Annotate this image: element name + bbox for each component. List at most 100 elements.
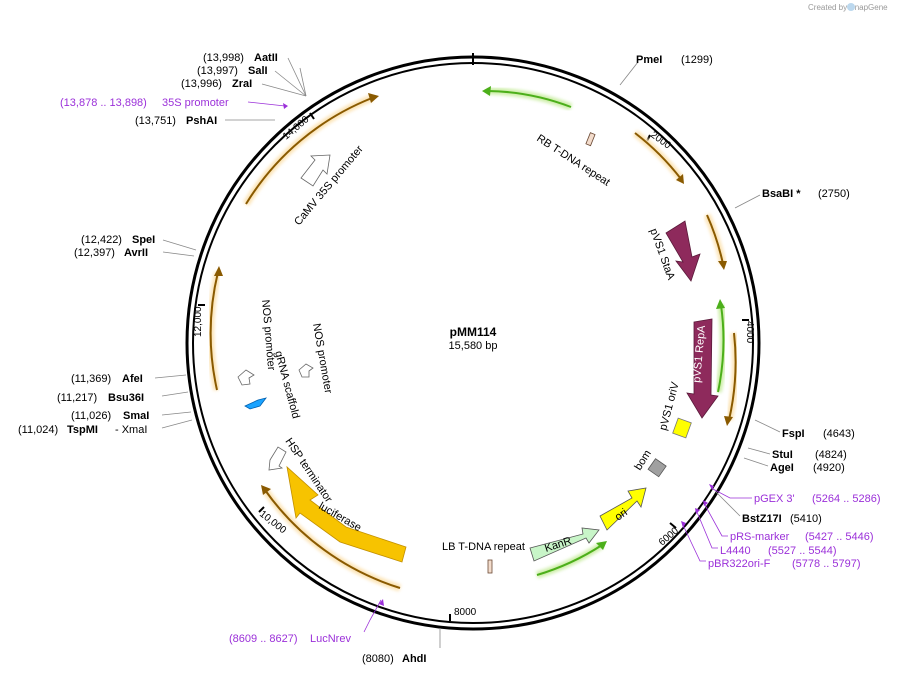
orange-orf-bsabi — [703, 213, 727, 270]
tick-label-8000: 8000 — [454, 607, 477, 618]
aatii-cluster-lead — [299, 67, 307, 97]
site-agei[interactable]: AgeI (4920) — [743, 457, 845, 474]
svg-text:(8080): (8080) — [362, 653, 394, 665]
svg-text:(12,397): (12,397) — [74, 247, 115, 259]
luciferase-feature — [286, 465, 407, 563]
primer-35s-promoter[interactable]: (13,878 .. 13,898) 35S promoter — [60, 97, 288, 109]
orange-orf-2000 — [632, 130, 684, 184]
svg-text:(11,024): (11,024) — [18, 424, 58, 436]
site-pshai[interactable]: (13,751) PshAI — [135, 115, 275, 127]
svg-text:pGEX 3': pGEX 3' — [754, 493, 795, 505]
site-fspi[interactable]: FspI (4643) — [754, 419, 855, 440]
site-zrai[interactable]: (13,996) ZraI — [181, 78, 307, 97]
svg-text:Bsu36I: Bsu36I — [108, 392, 144, 404]
svg-text:(4824): (4824) — [815, 449, 847, 461]
svg-text:FspI: FspI — [782, 428, 805, 440]
svg-text:pBR322ori-F: pBR322ori-F — [708, 558, 771, 570]
orange-orf-14000 — [243, 93, 379, 206]
svg-text:SmaI: SmaI — [123, 410, 149, 422]
primer-lucnrev[interactable]: (8609 .. 8627) LucNrev — [229, 599, 384, 645]
site-smai[interactable]: (11,026) SmaI — [71, 410, 192, 422]
site-sali[interactable]: (13,997) SalI — [197, 65, 307, 97]
svg-text:(13,998): (13,998) — [203, 52, 244, 64]
site-afei[interactable]: (11,369) AfeI — [71, 373, 187, 385]
svg-text:(5410): (5410) — [790, 513, 822, 525]
svg-text:PmeI: PmeI — [636, 54, 662, 66]
plasmid-size: 15,580 bp — [449, 340, 498, 352]
bom-marker — [647, 458, 667, 478]
svg-text:- XmaI: - XmaI — [115, 424, 147, 436]
svg-text:(13,997): (13,997) — [197, 65, 238, 77]
svg-text:(11,369): (11,369) — [71, 373, 111, 385]
lb-tdna-label: LB T-DNA repeat — [442, 541, 525, 553]
grna-scaffold-feature — [244, 397, 267, 410]
site-tspmi-xmai[interactable]: (11,024) TspMI - XmaI — [18, 419, 193, 436]
svg-text:AfeI: AfeI — [122, 373, 143, 385]
site-spei[interactable]: (12,422) SpeI — [81, 234, 197, 251]
svg-text:(13,751): (13,751) — [135, 115, 176, 127]
svg-text:(2750): (2750) — [818, 188, 850, 200]
svg-text:(4643): (4643) — [823, 428, 855, 440]
site-avrii[interactable]: (12,397) AvrII — [74, 247, 195, 259]
svg-text:(12,422): (12,422) — [81, 234, 122, 246]
svg-text:AvrII: AvrII — [124, 247, 148, 259]
nos-promoter-2-label: NOS promoter — [310, 322, 334, 394]
svg-text:(5778 .. 5797): (5778 .. 5797) — [792, 558, 861, 570]
pvs1-oriv-marker — [672, 417, 692, 439]
primer-pgex3[interactable]: pGEX 3' (5264 .. 5286) — [709, 484, 881, 505]
svg-text:(11,217): (11,217) — [57, 392, 97, 404]
pvs1-repa-feature — [686, 318, 719, 419]
site-stui[interactable]: StuI (4824) — [747, 447, 847, 461]
tick-label-12000: 12,000 — [193, 306, 204, 337]
kanr-feature — [529, 527, 600, 562]
kanr-label: KanR — [543, 535, 573, 555]
svg-text:L4440: L4440 — [720, 545, 751, 557]
svg-text:SalI: SalI — [248, 65, 268, 77]
svg-text:BstZ17I: BstZ17I — [742, 513, 782, 525]
site-pmei[interactable]: PmeI (1299) — [619, 54, 713, 86]
primer-pbr322ori-f[interactable]: pBR322ori-F (5778 .. 5797) — [681, 521, 861, 570]
pvs1-staa-feature — [665, 220, 701, 282]
svg-text:(8609 .. 8627): (8609 .. 8627) — [229, 633, 298, 645]
svg-text:AhdI: AhdI — [402, 653, 426, 665]
svg-text:(1299): (1299) — [681, 54, 713, 66]
site-bsu36i[interactable]: (11,217) Bsu36I — [57, 391, 189, 404]
site-bsabi[interactable]: BsaBI * (2750) — [734, 188, 850, 209]
svg-text:BsaBI *: BsaBI * — [762, 188, 801, 200]
orange-orf-12000 — [207, 266, 223, 391]
svg-text:(11,026): (11,026) — [71, 410, 111, 422]
camv-35s-promoter-feature — [300, 154, 331, 187]
nos-promoter-1 — [237, 369, 255, 386]
site-bstz17i[interactable]: BstZ17I (5410) — [715, 491, 822, 525]
svg-text:pRS-marker: pRS-marker — [730, 531, 790, 543]
tick-label-4000: 4000 — [744, 321, 755, 344]
svg-text:(13,996): (13,996) — [181, 78, 222, 90]
svg-text:SpeI: SpeI — [132, 234, 155, 246]
svg-text:AatII: AatII — [254, 52, 278, 64]
svg-text:LucNrev: LucNrev — [310, 633, 351, 645]
green-feature-4000 — [714, 299, 727, 393]
svg-text:TspMI: TspMI — [67, 424, 98, 436]
lb-tdna-marker — [487, 559, 493, 574]
green-feature-kanr — [535, 541, 607, 579]
svg-text:ZraI: ZraI — [232, 78, 252, 90]
svg-text:(13,878 .. 13,898): (13,878 .. 13,898) — [60, 97, 147, 109]
orange-orf-4000 — [724, 332, 740, 426]
orange-orf-luc — [261, 485, 402, 592]
svg-text:(5264 .. 5286): (5264 .. 5286) — [812, 493, 881, 505]
nos-promoter-2 — [298, 363, 314, 378]
snapgene-logo-icon — [847, 3, 855, 11]
site-aatii[interactable]: (13,998) AatII — [203, 52, 307, 97]
svg-text:PshAI: PshAI — [186, 115, 217, 127]
svg-text:(4920): (4920) — [813, 462, 845, 474]
top-green-feature — [482, 86, 573, 111]
primer-prs-marker[interactable]: pRS-marker (5427 .. 5446) — [703, 500, 874, 543]
ori-feature — [599, 487, 647, 531]
rb-tdna-label: RB T-DNA repeat — [534, 132, 612, 188]
primer-l4440[interactable]: L4440 (5527 .. 5544) — [695, 508, 837, 557]
site-ahdi[interactable]: (8080) AhdI — [362, 628, 441, 665]
svg-text:(5527 .. 5544): (5527 .. 5544) — [768, 545, 837, 557]
nos-promoter-1-label: NOS promoter — [259, 299, 277, 371]
plasmid-name: pMM114 — [450, 325, 497, 339]
